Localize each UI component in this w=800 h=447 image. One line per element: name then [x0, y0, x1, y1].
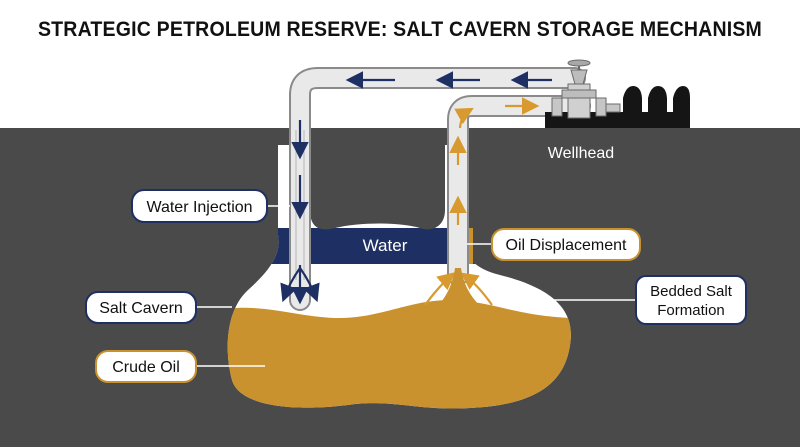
label-water-injection-text: Water Injection — [146, 199, 252, 216]
label-oil-displacement: Oil Displacement — [491, 228, 641, 261]
cavern-ceiling-rock — [310, 145, 445, 230]
oil-plume — [420, 268, 500, 318]
label-bedded-salt-line2: Formation — [657, 302, 725, 319]
crude-oil-layer — [227, 300, 571, 409]
label-crude-oil: Crude Oil — [95, 350, 197, 383]
label-salt-cavern-text: Salt Cavern — [99, 300, 183, 317]
label-water: Water — [363, 236, 408, 255]
label-crude-oil-text: Crude Oil — [112, 359, 180, 376]
water-flow-arrows — [280, 71, 552, 305]
label-water-injection: Water Injection — [131, 189, 268, 223]
label-bedded-salt: Bedded Salt Formation — [635, 275, 747, 325]
page-title: STRATEGIC PETROLEUM RESERVE: SALT CAVERN… — [37, 18, 763, 41]
label-bedded-salt-line1: Bedded Salt — [650, 283, 733, 300]
label-wellhead: Wellhead — [548, 145, 614, 162]
wellhead-assembly — [545, 59, 690, 128]
label-salt-cavern: Salt Cavern — [85, 291, 197, 324]
label-oil-displacement-text: Oil Displacement — [506, 237, 627, 254]
oil-flow-arrows — [424, 97, 540, 306]
